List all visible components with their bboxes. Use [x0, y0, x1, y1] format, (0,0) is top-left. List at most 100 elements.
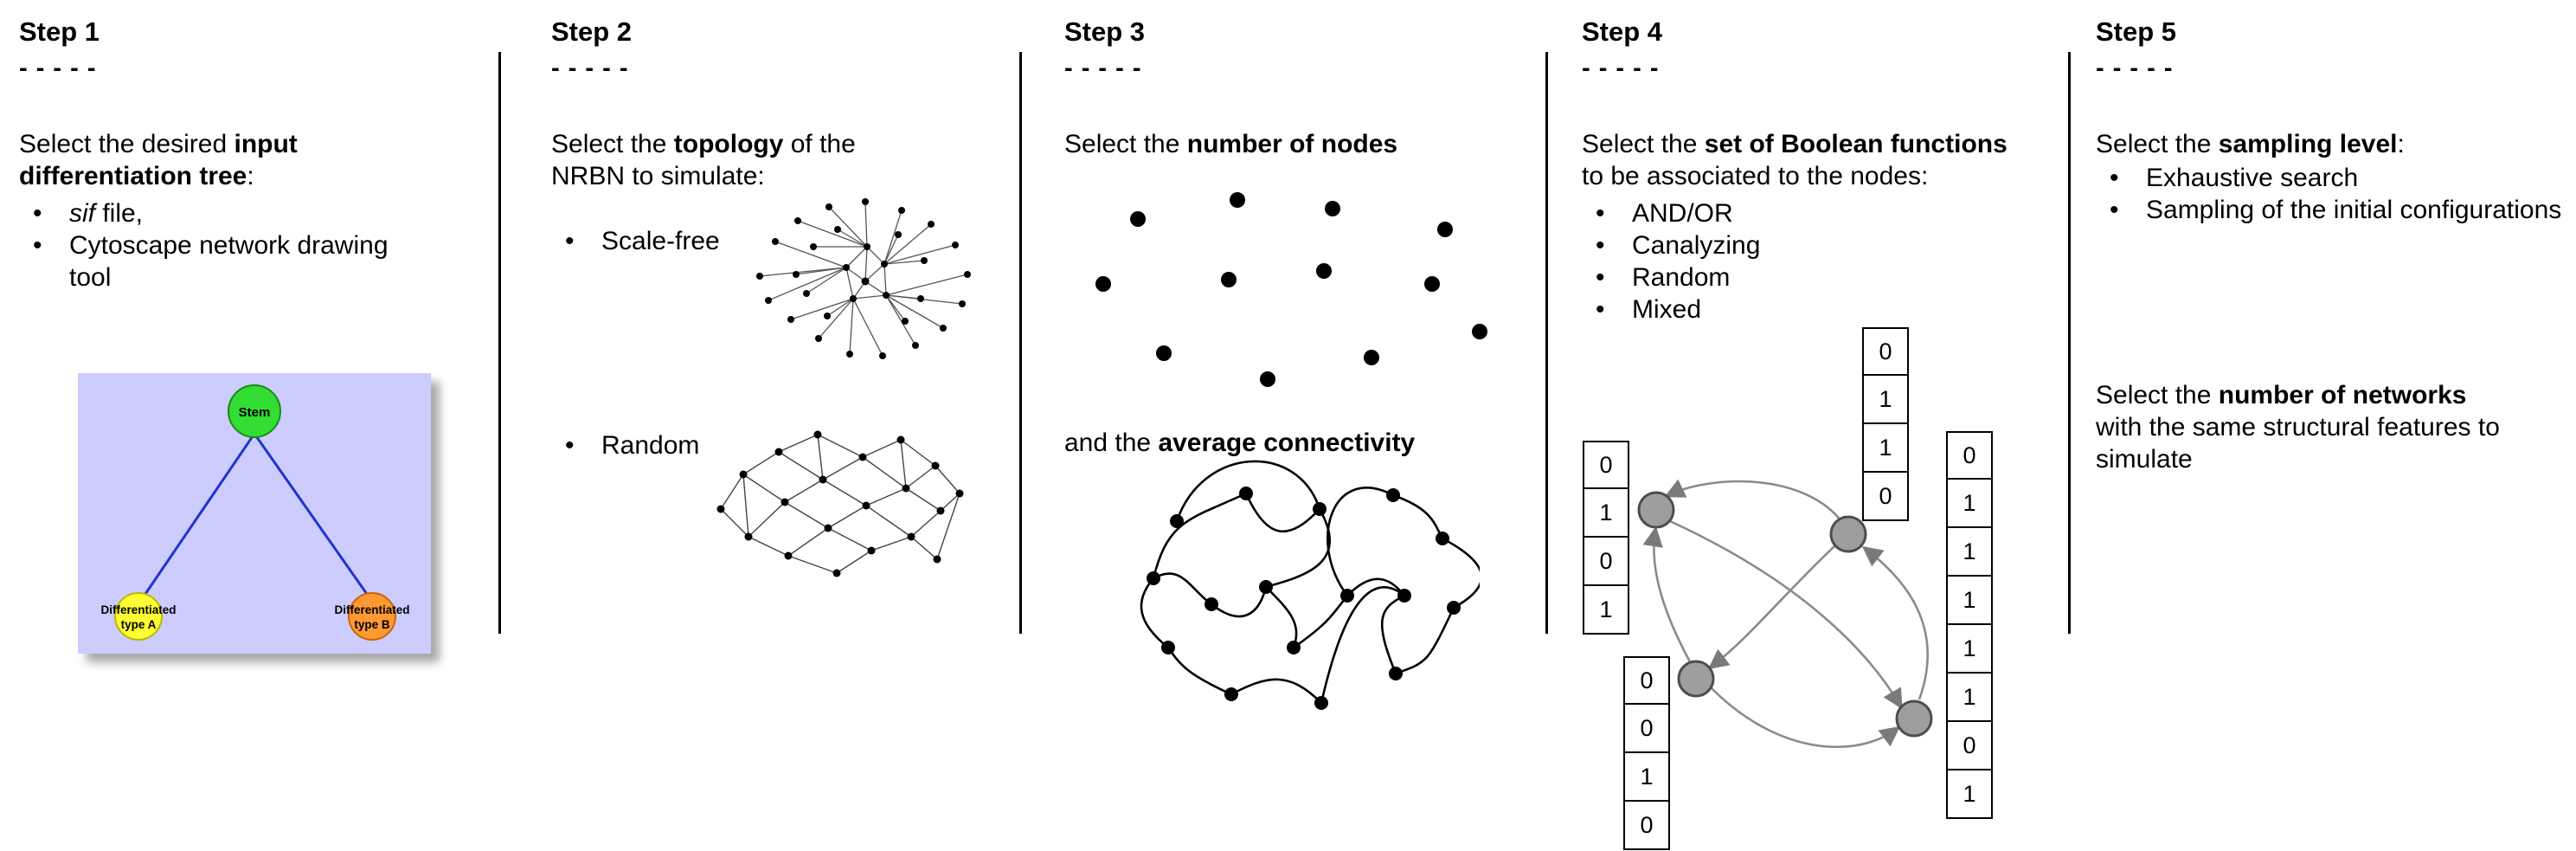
text-segment: to be associated to the nodes:: [1582, 162, 1929, 190]
list-item-exhaustive-search: Exhaustive search: [2096, 162, 2567, 194]
network-node-4: [1895, 699, 1933, 738]
truth-table-cell: 1: [1946, 528, 1993, 577]
step-5-networks-text: Select the number of networks with the s…: [2096, 379, 2502, 475]
text-segment: Random: [1632, 263, 1731, 292]
column-divider: [498, 52, 501, 634]
type-a-label-line1: Differentiated: [100, 603, 176, 616]
column-divider: [1545, 52, 1548, 634]
list-item-sif-file: sif file,: [19, 197, 391, 229]
list-item-scale-free: Scale-free: [551, 225, 1018, 257]
text-segment-bold: set of Boolean functions: [1704, 130, 2007, 158]
dot-nodes: [1095, 192, 1487, 387]
truth-table-top: 0 1 1 0: [1862, 327, 1909, 521]
differentiation-tree-figure: Stem Differentiated type A Differentiate…: [78, 373, 431, 654]
dashed-separator: - - - - -: [2096, 55, 2174, 82]
truth-table-cell: 0: [1583, 441, 1629, 489]
step-5-title: Step 5: [2096, 16, 2177, 47]
random-edges: [720, 434, 960, 574]
text-segment: AND/OR: [1632, 199, 1733, 228]
text-segment: Scale-free: [601, 227, 720, 255]
dashed-separator: - - - - -: [1582, 55, 1660, 82]
text-segment: Select the: [1582, 130, 1705, 158]
network-node-3: [1677, 660, 1715, 698]
text-segment-bold: average connectivity: [1158, 429, 1416, 457]
truth-table-cell: 0: [1946, 431, 1993, 480]
list-item-canalyzing: Canalyzing: [1582, 229, 2066, 261]
step-5-intro: Select the sampling level:: [2096, 128, 2567, 160]
list-item-random: Random: [551, 429, 1018, 461]
text-segment-bold: number of nodes: [1186, 130, 1398, 158]
truth-table-cell: 0: [1583, 538, 1629, 586]
text-segment: Sampling of the initial configurations: [2146, 196, 2562, 224]
step-4-intro: Select the set of Boolean functions to b…: [1582, 128, 2014, 192]
type-b-label-line2: type B: [354, 618, 390, 631]
scale-free-network-figure: [756, 198, 971, 359]
truth-table-cell: 1: [1946, 770, 1993, 819]
dashed-separator: - - - - -: [19, 55, 97, 82]
tree-edges: [142, 433, 370, 597]
truth-table-cell: 0: [1862, 473, 1909, 521]
differentiation-tree-svg: Stem Differentiated type A Differentiate…: [100, 384, 410, 641]
truth-table-cell: 1: [1623, 753, 1670, 802]
text-segment-italic: sif: [69, 199, 95, 228]
text-segment-bold: sampling level: [2218, 130, 2398, 158]
text-segment-bold: number of networks: [2218, 381, 2467, 409]
text-segment-bold: topology: [673, 130, 784, 158]
text-segment: Select the: [551, 130, 674, 158]
type-b-label-line1: Differentiated: [334, 603, 409, 616]
list-item-random-functions: Random: [1582, 261, 2066, 293]
stem-label: Stem: [239, 405, 271, 420]
step-5-column: Step 5 - - - - - Select the sampling lev…: [2096, 16, 2567, 474]
text-segment: and the: [1064, 429, 1159, 457]
column-divider: [2068, 52, 2071, 634]
boolean-network-nodes: [1637, 491, 1933, 738]
text-segment: file,: [95, 199, 144, 228]
step-2-title: Step 2: [551, 16, 633, 47]
differentiated-type-a-node: Differentiated type A: [100, 592, 177, 641]
step-1-intro: Select the desired input differentiation…: [19, 128, 391, 192]
truth-table-cell: 0: [1623, 802, 1670, 850]
text-segment: Cytoscape network drawing tool: [69, 231, 389, 292]
boolean-network-arrows: [1642, 479, 1929, 748]
step-1-options-list: sif file, Cytoscape network drawing tool: [19, 197, 391, 293]
stem-node: Stem: [228, 384, 281, 438]
step-3-intro: Select the number of nodes: [1064, 128, 1545, 160]
text-segment: Select the desired: [19, 130, 234, 158]
step-3-title: Step 3: [1064, 16, 1146, 47]
text-segment: Canalyzing: [1632, 231, 1761, 260]
scale-free-edges: [759, 201, 968, 357]
truth-table-cell: 1: [1862, 424, 1909, 473]
step-3-connectivity-text: and the average connectivity: [1064, 427, 1415, 459]
random-network-figure: [716, 430, 964, 577]
random-nodes: [716, 430, 964, 577]
boolean-network-figure: 0 1 0 1 0 1 1 0 0 0 1 0 0 1 1 1: [1582, 320, 2066, 851]
boolean-network-svg: [1637, 479, 1933, 748]
truth-table-cell: 1: [1583, 489, 1629, 538]
type-a-label-line2: type A: [121, 618, 157, 631]
step-5-options-list: Exhaustive search Sampling of the initia…: [2096, 162, 2567, 226]
text-segment: of the NRBN to simulate:: [551, 130, 856, 190]
text-segment: Select the: [1064, 130, 1187, 158]
truth-table-left: 0 1 0 1: [1583, 441, 1629, 635]
network-node-1: [1637, 491, 1675, 529]
nodes-dots-figure: [1095, 192, 1487, 387]
truth-table-cell: 0: [1946, 722, 1993, 770]
scale-free-nodes: [756, 198, 971, 359]
step-1-column: Step 1 - - - - - Select the desired inpu…: [19, 16, 431, 654]
truth-table-cell: 1: [1946, 674, 1993, 722]
connectivity-tangle-figure: [1140, 460, 1480, 710]
truth-table-cell: 0: [1623, 705, 1670, 753]
text-segment: Mixed: [1632, 295, 1702, 324]
text-segment: with the same structural features to sim…: [2096, 413, 2500, 474]
dashed-separator: - - - - -: [551, 55, 629, 82]
step-2-intro: Select the topology of the NRBN to simul…: [551, 128, 936, 192]
differentiated-type-b-node: Differentiated type B: [334, 592, 410, 641]
step-3-column: Step 3 - - - - - Select the number of no…: [1064, 16, 1545, 710]
truth-table-cell: 1: [1862, 376, 1909, 424]
truth-table-cell: 0: [1862, 327, 1909, 376]
text-segment: Exhaustive search: [2146, 164, 2359, 192]
text-segment: :: [2397, 130, 2405, 158]
list-item-and-or: AND/OR: [1582, 197, 2066, 229]
network-node-2: [1829, 515, 1867, 553]
step-2-column: Step 2 - - - - - Select the topology of …: [551, 16, 1018, 577]
